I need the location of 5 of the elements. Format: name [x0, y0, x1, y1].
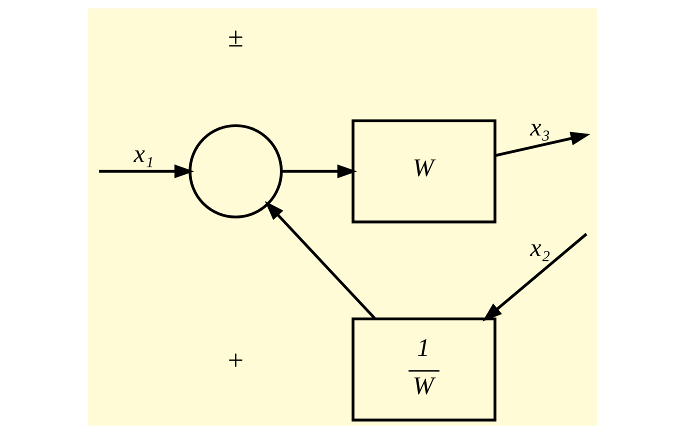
label: ± [228, 22, 244, 54]
edge-label: x₂ [530, 234, 550, 262]
edge-label: x₃ [530, 113, 550, 142]
edge-label: x₁ [134, 140, 154, 168]
label: + [228, 345, 244, 376]
